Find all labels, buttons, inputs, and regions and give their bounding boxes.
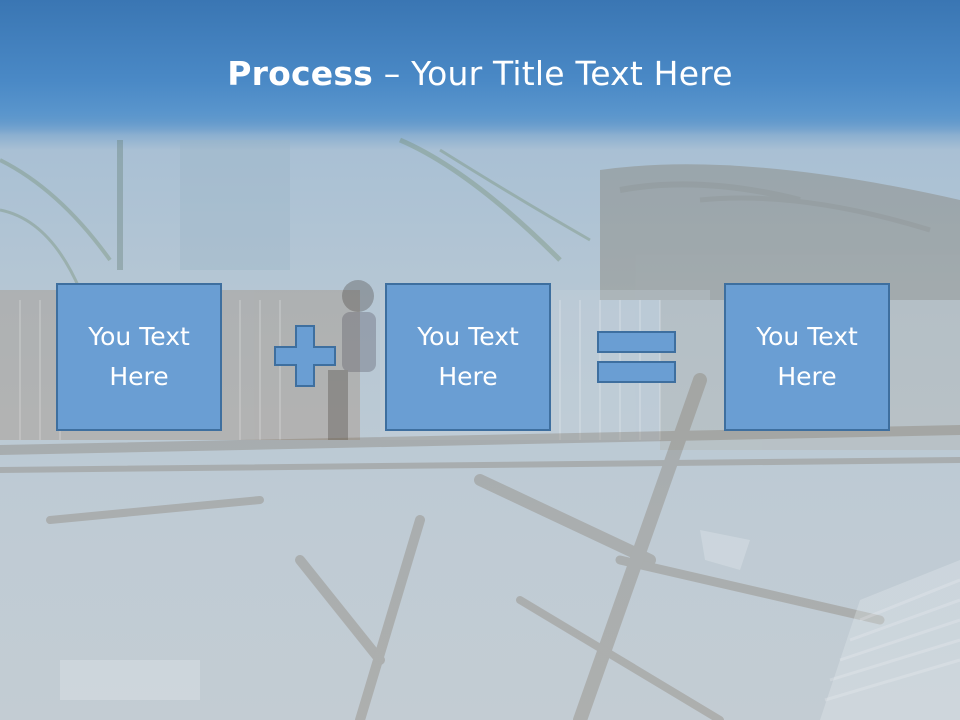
header-band xyxy=(0,0,960,135)
slide-title: Process – Your Title Text Here xyxy=(0,52,960,96)
process-box-2: You Text Here xyxy=(385,283,551,431)
process-box-3: You Text Here xyxy=(724,283,890,431)
process-box-3-text: You Text Here xyxy=(756,322,858,391)
equals-icon xyxy=(597,331,676,383)
process-box-2-text: You Text Here xyxy=(417,322,519,391)
process-box-1: You Text Here xyxy=(56,283,222,431)
title-bold: Process xyxy=(227,54,374,93)
process-box-1-text: You Text Here xyxy=(88,322,190,391)
plus-icon xyxy=(274,325,336,387)
title-rest: – Your Title Text Here xyxy=(373,54,733,93)
